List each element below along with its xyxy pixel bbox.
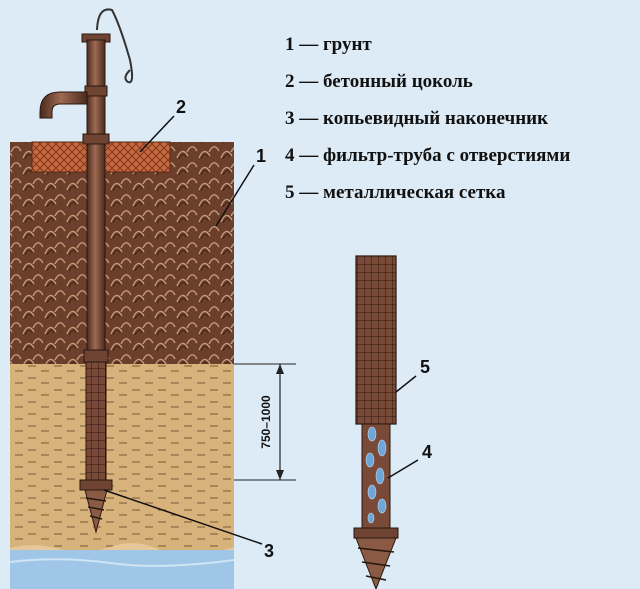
callout-5: 5: [420, 357, 430, 377]
dimension-label: 750–1000: [259, 395, 273, 449]
water-layer: [10, 550, 234, 589]
mesh-sleeve: [355, 255, 397, 425]
legend-item-metal-mesh: 5 — металлическая сетка: [285, 182, 506, 203]
callout-3: 3: [264, 541, 274, 561]
legend-item-spear-tip: 3 — копьевидный наконечник: [285, 108, 549, 129]
soil-layer: [10, 142, 234, 364]
legend: 1 — грунт 2 — бетонный цоколь 3 — копьев…: [285, 32, 570, 217]
water-holes: [365, 426, 387, 524]
legend-item-filter-pipe: 4 — фильтр-труба с отверстиями: [285, 145, 571, 166]
filter-pipe: [361, 423, 391, 529]
filter-screen-left: [85, 361, 107, 481]
callout-2: 2: [176, 97, 186, 117]
well-pipe: [86, 143, 106, 353]
pump-handle: [96, 8, 134, 84]
sand-layer: [10, 364, 234, 552]
pump-spout: [39, 91, 88, 119]
callout-4: 4: [422, 442, 432, 462]
callout-1: 1: [256, 146, 266, 166]
legend-item-concrete-plinth: 2 — бетонный цоколь: [285, 71, 473, 92]
legend-item-soil: 1 — грунт: [285, 34, 372, 55]
